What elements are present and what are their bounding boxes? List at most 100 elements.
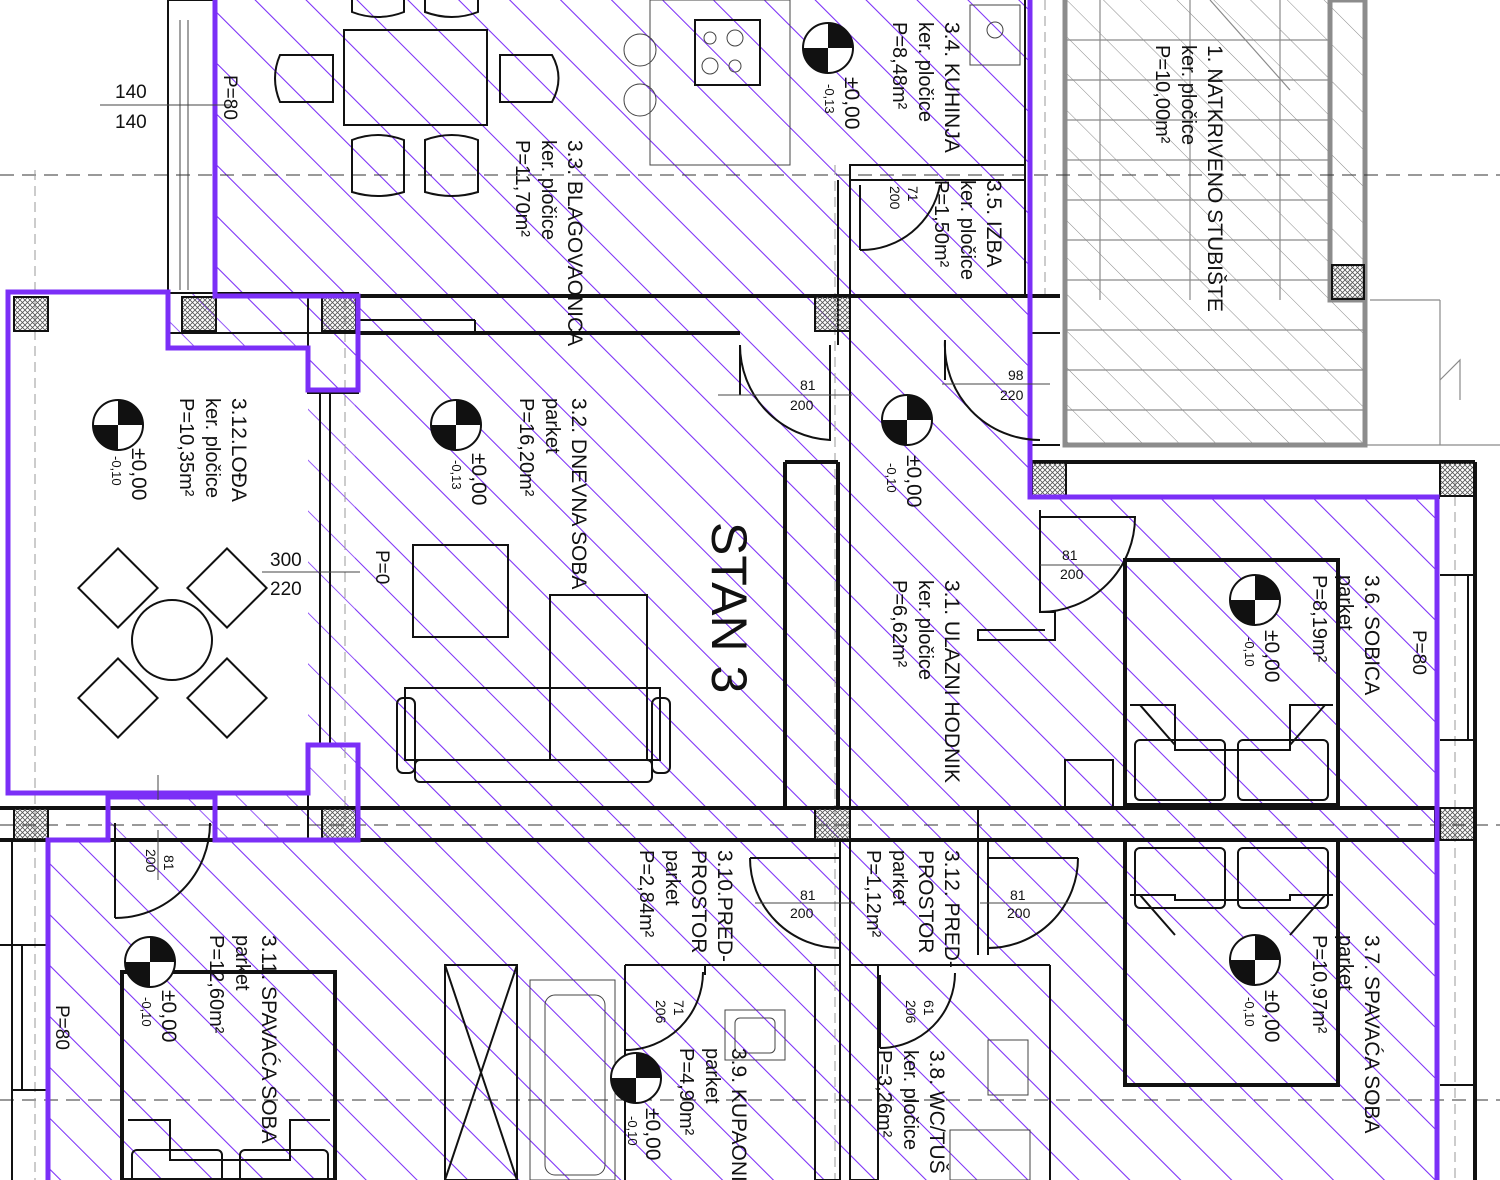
room-label-kuhinja: 3.4. KUHINJA ker. pločice P=8,48m² ±0,00…	[822, 22, 963, 153]
room-label-spavaca-soba-7: 3.7. SPAVAĆA SOBA parket P=10,97m² ±0,00…	[1242, 935, 1383, 1133]
plan-text: P=8,19m²	[1308, 575, 1330, 663]
plan-text: 200	[1007, 905, 1031, 921]
plan-text: -0,13	[822, 84, 837, 114]
plan-text: 81	[1062, 547, 1078, 563]
plan-text: P=10,00m²	[1151, 45, 1173, 144]
plan-text: 61	[921, 1000, 937, 1016]
elevation-marker-icon	[430, 399, 482, 451]
room-label-predprostor-12: 3.12. PRED- PROSTOR parket P=1,12m²	[862, 850, 963, 968]
room-label-spavaca-soba-11: 3.11. SPAVAĆA SOBA parket P=12,60m² ±0,0…	[139, 935, 280, 1144]
plan-text: 206	[653, 1000, 669, 1024]
plan-text: 140	[115, 82, 147, 103]
apartment-title: STAN 3	[701, 522, 757, 693]
plan-text: parket	[1334, 935, 1356, 991]
plan-text: 3.12.LOĐA	[227, 398, 250, 502]
plan-text: ±0,00	[127, 448, 150, 500]
plan-text: ±0,00	[641, 1108, 664, 1160]
plan-text: parket	[888, 850, 910, 906]
plan-text: 3.6. SOBICA	[1360, 575, 1383, 695]
plan-text: 206	[903, 1000, 919, 1024]
plan-text: P=6,62m²	[888, 580, 910, 668]
plan-text: ker. pločice	[899, 1050, 921, 1150]
plan-text: -0,10	[1242, 637, 1257, 667]
plan-text: P=4,90m²	[675, 1048, 697, 1136]
room-label-dnevna-soba: 3.2. DNEVNA SOBA parket P=16,20m² ±0,00 …	[449, 398, 590, 589]
room-label-blagovaonica: 3.3. BLAGOVAONICA ker. pločice P=11,70m²	[511, 140, 586, 346]
room-elev-ulazni-hodnik: ±0,00 -0,10	[884, 455, 925, 507]
elevation-marker-icon	[1229, 574, 1281, 626]
plan-text: -0,10	[1242, 997, 1257, 1027]
room-label-kupaonica: 3.9. KUPAONICA parket P=4,90m² ±0,00 -0,…	[625, 1048, 750, 1180]
room-label-wc-tus: 3.8. WC/TUŠ ker. pločice P=3,26m²	[873, 1050, 948, 1174]
staircase	[1062, 0, 1500, 448]
plan-text: P=10,35m²	[175, 398, 197, 497]
plan-text: P=11,70m²	[511, 140, 533, 237]
plan-text: ±0,00	[1260, 630, 1283, 682]
plan-text: P=80	[219, 75, 240, 120]
plan-text: 3.12. PRED-	[940, 850, 963, 968]
plan-text: P=1,12m²	[862, 850, 884, 938]
plan-text: 81	[1010, 887, 1026, 903]
plan-text: 81	[800, 887, 816, 903]
plan-text: 220	[270, 579, 302, 600]
plan-text: parket	[541, 398, 563, 454]
plan-text: parket	[661, 850, 683, 906]
plan-text: parket	[231, 935, 253, 991]
plan-text: 200	[143, 849, 159, 873]
plan-text: 71	[905, 186, 921, 202]
doors	[100, 104, 1137, 1051]
plan-text: STAN 3	[701, 522, 757, 693]
plan-text: 300	[270, 550, 302, 571]
plan-text: 200	[887, 186, 903, 210]
plan-text: P=3,26m²	[873, 1050, 895, 1138]
plan-text: 3.8. WC/TUŠ	[925, 1050, 948, 1174]
plan-text: -0,10	[109, 456, 124, 486]
plan-text: P=10,97m²	[1308, 935, 1330, 1034]
plan-text: 3.2. DNEVNA SOBA	[567, 398, 590, 589]
plan-text: P=8,48m²	[888, 22, 910, 110]
room-label-predprostor-10: 3.10.PRED- PROSTOR parket P=2,84m²	[635, 850, 736, 962]
plan-text: 3.7. SPAVAĆA SOBA	[1360, 935, 1383, 1133]
plan-text: 3.3. BLAGOVAONICA	[563, 140, 586, 346]
plan-text: P=1,50m²	[930, 180, 952, 268]
plan-text: 140	[115, 112, 147, 133]
plan-text: P=0	[371, 550, 392, 584]
plan-text: 3.10.PRED-	[713, 850, 736, 962]
plan-text: ±0,00	[467, 453, 490, 505]
plan-text: 3.1. ULAZNI HODNIK	[940, 580, 963, 783]
plan-text: 81	[161, 855, 177, 871]
plan-text: 3.9. KUPAONICA	[727, 1048, 750, 1180]
plan-text: ker. pločice	[201, 398, 223, 498]
plan-text: parket	[1334, 575, 1356, 631]
elevation-marker-icon	[92, 399, 144, 451]
elevation-marker-icon	[881, 394, 933, 446]
plan-text: ker. pločice	[956, 180, 978, 280]
plan-text: -0,10	[625, 1116, 640, 1146]
plan-text: ±0,00	[1260, 990, 1283, 1042]
room-label-izba: 3.5. IZBA ker. pločice P=1,50m²	[930, 180, 1005, 280]
plan-text: 3.5. IZBA	[982, 180, 1005, 268]
room-label-stubiste: 1. NATKRIVENO STUBIŠTE ker. pločice P=10…	[1151, 45, 1226, 312]
plan-text: -0,13	[449, 460, 464, 490]
plan-text: 3.4. KUHINJA	[940, 22, 963, 153]
plan-text: 220	[1000, 387, 1024, 403]
elevation-marker-icon	[1229, 934, 1281, 986]
plan-text: PROSTOR	[687, 850, 710, 953]
room-label-lodja: 3.12.LOĐA ker. pločice P=10,35m² ±0,00 -…	[109, 398, 250, 502]
plan-text: ±0,00	[902, 455, 925, 507]
plan-text: 200	[790, 397, 814, 413]
elevation-markers	[92, 22, 1281, 1104]
plan-text: 1. NATKRIVENO STUBIŠTE	[1203, 45, 1226, 312]
plan-text: 98	[1008, 367, 1024, 383]
plan-text: -0,10	[139, 997, 154, 1027]
plan-text: P=80	[1408, 630, 1429, 675]
elevation-marker-icon	[124, 936, 176, 988]
plan-text: ker. pločice	[914, 22, 936, 122]
plan-text: ±0,00	[157, 990, 180, 1042]
plan-text: ker. pločice	[537, 140, 559, 240]
room-label-ulazni-hodnik: 3.1. ULAZNI HODNIK ker. pločice P=6,62m²	[888, 580, 963, 783]
plan-text: PROSTOR	[914, 850, 937, 953]
room-label-sobica: 3.6. SOBICA parket P=8,19m² ±0,00 -0,10	[1242, 575, 1383, 695]
